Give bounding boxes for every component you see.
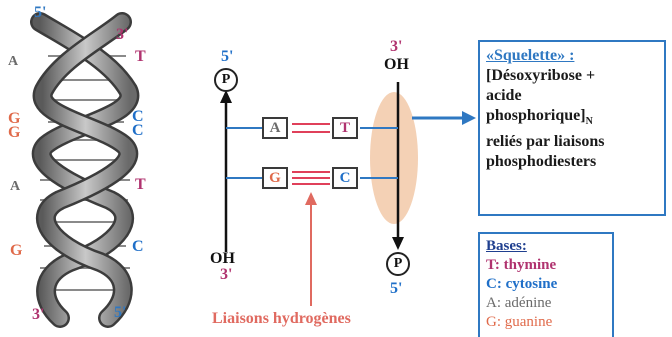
backbone-box-line5: phosphodiesters — [486, 153, 597, 171]
helix-base-right-5: C — [132, 238, 144, 255]
right-phosphate: P — [386, 252, 410, 276]
right-backbone-arrowhead — [392, 237, 404, 250]
pair1-left-base: A — [262, 117, 288, 139]
backbone-box-line4: reliés par liaisons — [486, 133, 605, 151]
helix-base-left-2: G — [8, 110, 21, 127]
right-top-oh: OH — [384, 56, 409, 73]
backbone-box-line3: phosphorique]N — [486, 106, 658, 132]
helix-base-left-1: A — [8, 54, 19, 69]
bases-item-adenine: A: adénine — [486, 295, 552, 311]
helix-top-right-prime: 3' — [116, 26, 129, 43]
right-bottom-prime: 5' — [390, 280, 403, 297]
hbond-pointer-arrowhead — [305, 192, 317, 205]
bases-legend-box: Bases: T: thymine C: cytosine A: adénine… — [478, 232, 614, 337]
hbonds-gc — [292, 171, 330, 185]
left-bottom-oh: OH — [210, 250, 235, 267]
bases-item-guanine: G: guanine — [486, 314, 553, 330]
hbonds-at — [292, 123, 330, 133]
backbone-box-title: «Squelette» : — [486, 47, 575, 64]
helix-bottom-right-prime: 5' — [114, 304, 127, 321]
helix-base-right-3: C — [132, 122, 144, 139]
backbone-box-line3-sub: N — [585, 116, 593, 128]
left-bottom-prime: 3' — [220, 266, 233, 283]
left-backbone-arrowhead — [220, 90, 232, 103]
helix-top-left-prime: 5' — [34, 4, 47, 21]
bases-item-cytosine: C: cytosine — [486, 276, 558, 292]
bases-item-thymine: T: thymine — [486, 257, 557, 273]
helix-base-right-4: T — [135, 176, 146, 193]
pair2-right-base: C — [332, 167, 358, 189]
bases-box-title: Bases: — [486, 238, 527, 254]
pair2-left-base: G — [262, 167, 288, 189]
helix-base-left-5: G — [10, 242, 23, 259]
helix-base-right-1: T — [135, 48, 146, 65]
left-top-prime: 5' — [221, 48, 234, 65]
backbone-info-box: «Squelette» : [Désoxyribose + acide phos… — [478, 40, 666, 216]
backbone-pointer-arrowhead — [462, 111, 476, 125]
backbone-box-line3-text: phosphorique] — [486, 107, 586, 124]
helix-bottom-left-prime: 3' — [32, 306, 45, 323]
pair1-right-base: T — [332, 117, 358, 139]
helix-base-right-2: C — [132, 108, 144, 125]
right-top-prime: 3' — [390, 38, 403, 55]
hydrogen-bonds-label: Liaisons hydrogènes — [212, 310, 351, 327]
helix-base-left-3: G — [8, 124, 21, 141]
backbone-box-line2: acide — [486, 87, 522, 104]
backbone-box-line1: [Désoxyribose + — [486, 67, 596, 84]
backbone-highlight-ellipse — [370, 92, 418, 224]
left-phosphate: P — [214, 68, 238, 92]
helix-base-left-4: A — [10, 179, 21, 194]
